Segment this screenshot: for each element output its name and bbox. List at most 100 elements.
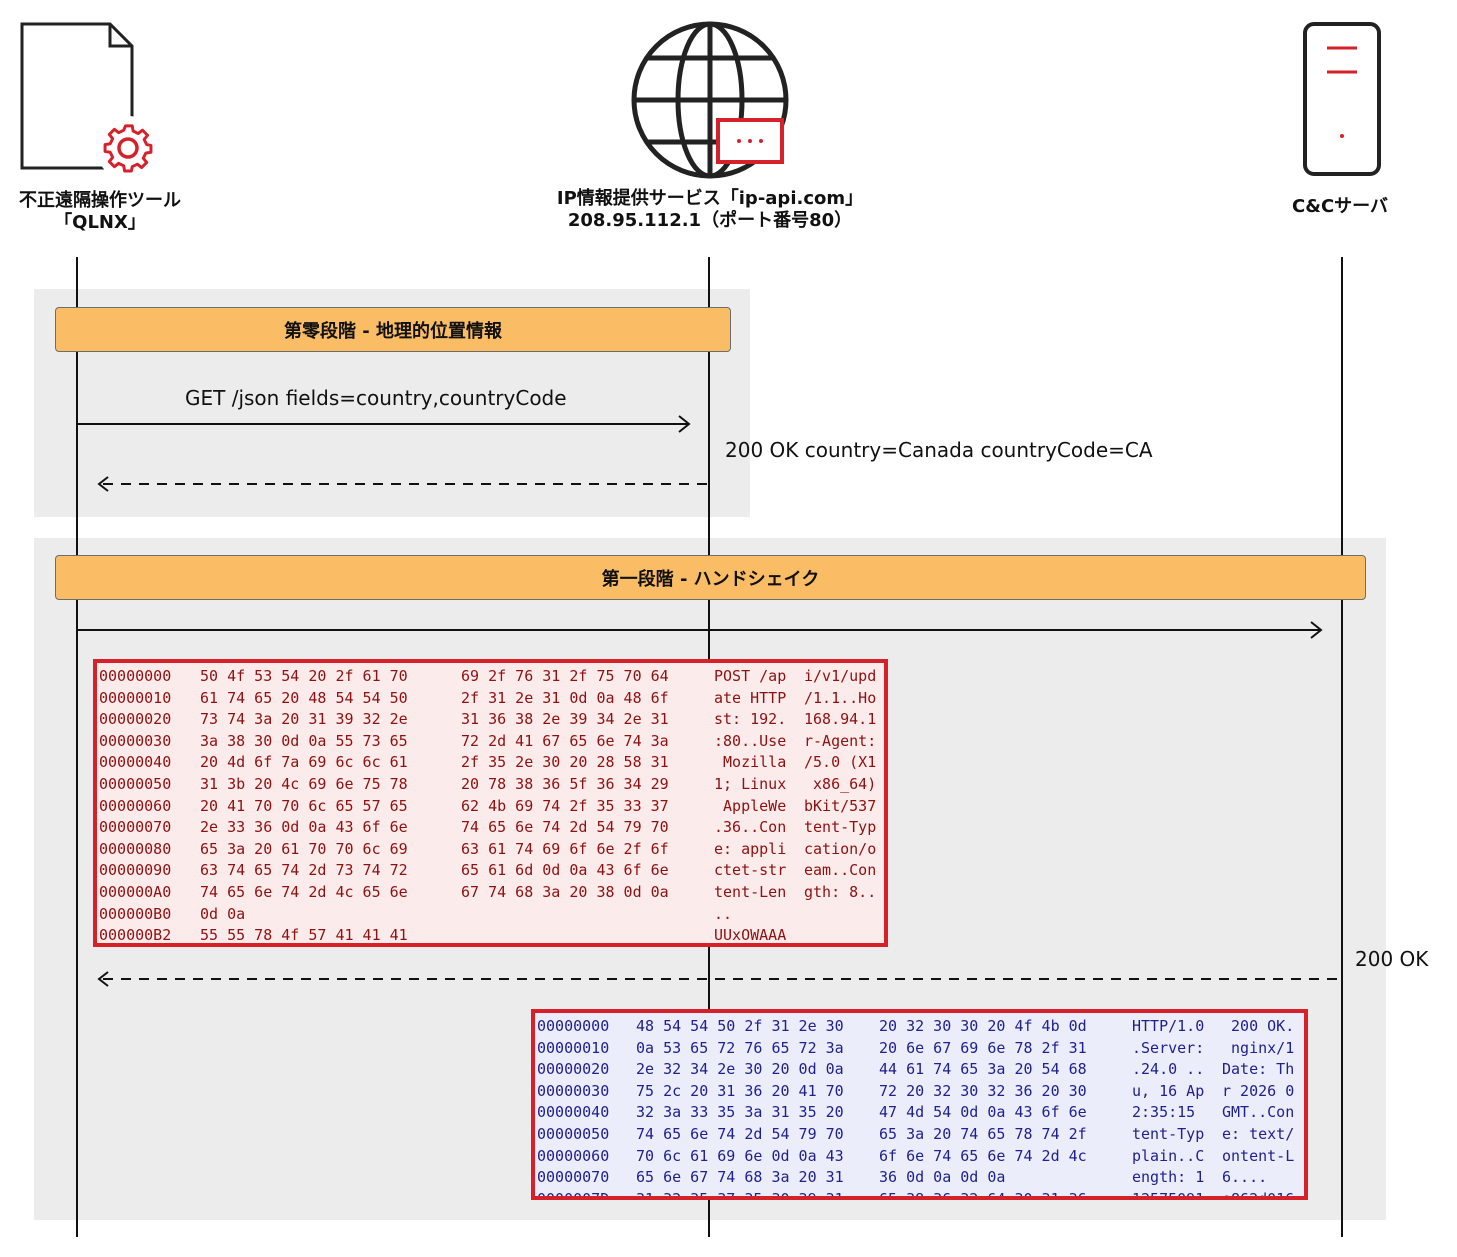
dump-ascii-group-1: 1; Linux (714, 774, 787, 793)
dump-ascii-group-1: 2:35:15 (1132, 1103, 1205, 1122)
dump-row: 000000B0 0d 0a.. (97, 904, 884, 926)
dump-hex-group-1: 0d 0a (200, 904, 246, 923)
dump-offset: 00000000 (99, 667, 172, 685)
phase-1-title: 第一段階 - ハンドシェイク (601, 568, 820, 590)
phase-1-title-bar: 第一段階 - ハンドシェイク (55, 555, 1366, 600)
dump-ascii-group-1: POST /ap (714, 667, 787, 685)
dump-row: 00000000 50 4f 53 54 20 2f 61 70 69 2f 76 … (97, 666, 884, 688)
dump-offset: 000000B0 (99, 904, 172, 923)
actor-label-client-line2: 「QLNX」 (54, 212, 146, 233)
dump-ascii-group-1: UUxOWAAA (714, 926, 787, 945)
dump-offset: 00000020 (99, 710, 172, 729)
dump-hex-group-1: 31 32 35 37 35 30 39 31 (636, 1189, 844, 1200)
dump-ascii-group-2: e: text/ (1222, 1124, 1295, 1143)
dump-ascii-group-2: eam..Con (804, 861, 877, 880)
dump-ascii-group-2: e862d016 (1222, 1189, 1295, 1200)
dump-hex-group-1: 32 3a 33 35 3a 31 35 20 (636, 1103, 844, 1122)
dump-ascii-group-1: 12575091 (1132, 1189, 1205, 1200)
dump-offset: 00000050 (537, 1124, 610, 1143)
dump-ascii-group-2: GMT..Con (1222, 1103, 1295, 1122)
dump-offset: 000000B2 (99, 926, 172, 945)
dump-ascii-group-1: .36..Con (714, 818, 787, 837)
dump-offset: 00000040 (99, 753, 172, 772)
arrow-ipapi-response-head (97, 476, 109, 492)
arrow-post-update-head (1310, 621, 1323, 639)
dump-hex-group-2: 65 3a 20 74 65 78 74 2f (879, 1124, 1087, 1143)
dump-hex-group-2: 69 2f 76 31 2f 75 70 64 (461, 667, 669, 685)
dump-ascii-group-2: bKit/537 (804, 796, 877, 815)
dump-ascii-group-2: /5.0 (X1 (804, 753, 877, 772)
dump-ascii-group-2: 200 OK. (1222, 1017, 1295, 1035)
dump-ascii-group-1: AppleWe (714, 796, 787, 815)
dump-hex-group-1: 63 74 65 74 2d 73 74 72 (200, 861, 408, 880)
dump-hex-group-1: 70 6c 61 69 6e 0d 0a 43 (636, 1146, 844, 1165)
dump-ascii-group-2: /1.1..Ho (804, 688, 877, 707)
dump-ascii-group-2: r 2026 0 (1222, 1081, 1295, 1100)
dump-hex-group-2: 20 78 38 36 5f 36 34 29 (461, 774, 669, 793)
dump-ascii-group-1: st: 192. (714, 710, 787, 729)
dump-offset: 00000030 (99, 731, 172, 750)
dump-offset: 00000060 (537, 1146, 610, 1165)
dump-hex-group-2: 74 65 6e 74 2d 54 79 70 (461, 818, 669, 837)
dump-ascii-group-1: Mozilla (714, 753, 787, 772)
dump-hex-group-2: 6f 6e 74 65 6e 74 2d 4c (879, 1146, 1087, 1165)
dump-hex-group-1: 65 3a 20 61 70 70 6c 69 (200, 839, 408, 858)
actor-label-client: 不正遠隔操作ツール 「QLNX」 (0, 190, 200, 234)
dump-hex-group-2: 67 74 68 3a 20 38 0d 0a (461, 882, 669, 901)
message-label-ipapi-response: 200 OK country=Canada countryCode=CA (725, 438, 1153, 462)
dump-ascii-group-2: 168.94.1 (804, 710, 877, 729)
dump-offset: 00000030 (537, 1081, 610, 1100)
phase-0-title-bar: 第零段階 - 地理的位置情報 (55, 307, 731, 352)
message-label-c2-response: 200 OK (1355, 947, 1429, 971)
dump-hex-group-2: 20 6e 67 69 6e 78 2f 31 (879, 1038, 1087, 1057)
dump-hex-group-1: 31 3b 20 4c 69 6e 75 78 (200, 774, 408, 793)
dump-hex-group-2: 72 20 32 30 32 36 20 30 (879, 1081, 1087, 1100)
dump-hex-group-1: 50 4f 53 54 20 2f 61 70 (200, 667, 408, 685)
actor-label-client-line1: 不正遠隔操作ツール (19, 190, 181, 211)
dump-ascii-group-2: gth: 8.. (804, 882, 877, 901)
dump-ascii-group-1: .. (714, 904, 733, 923)
response-hex-dump: 00000000 48 54 54 50 2f 31 2e 30 20 32 30 … (531, 1009, 1308, 1200)
dump-ascii-group-2: Date: Th (1222, 1060, 1295, 1079)
dump-ascii-group-2: i/v1/upd (804, 667, 877, 685)
actor-label-ipapi: IP情報提供サービス「ip-api.com」 208.95.112.1（ポート番… (510, 188, 910, 232)
dump-ascii-group-1: u, 16 Ap (1132, 1081, 1205, 1100)
dump-ascii-group-1: .24.0 .. (1132, 1060, 1205, 1079)
dump-offset: 00000010 (99, 688, 172, 707)
dump-hex-group-1: 2e 32 34 2e 30 20 0d 0a (636, 1060, 844, 1079)
dump-ascii-group-2: r-Agent: (804, 731, 877, 750)
dump-offset: 00000020 (537, 1060, 610, 1079)
dump-hex-group-1: 2e 33 36 0d 0a 43 6f 6e (200, 818, 408, 837)
dump-ascii-group-1: ctet-str (714, 861, 787, 880)
dump-hex-group-2: 47 4d 54 0d 0a 43 6f 6e (879, 1103, 1087, 1122)
actor-label-ipapi-line2: 208.95.112.1（ポート番号80） (567, 210, 853, 231)
lifeline-c2 (1341, 257, 1343, 1237)
dump-ascii-group-2: 6.... (1222, 1168, 1268, 1187)
dump-ascii-group-1: :80..Use (714, 731, 787, 750)
arrow-get-json-head (678, 415, 691, 433)
dump-ascii-group-2: tent-Typ (804, 818, 877, 837)
dump-row: 00000060 70 6c 61 69 6e 0d 0a 43 6f 6e 74 … (535, 1146, 1304, 1168)
dump-hex-group-1: 48 54 54 50 2f 31 2e 30 (636, 1017, 844, 1035)
actor-label-c2-line1: C&Cサーバ (1292, 196, 1388, 217)
dump-hex-group-2: 20 32 30 30 20 4f 4b 0d (879, 1017, 1087, 1035)
dump-ascii-group-2: cation/o (804, 839, 877, 858)
actor-label-c2: C&Cサーバ (1270, 196, 1410, 218)
dump-offset: 00000000 (537, 1017, 610, 1035)
document-gear-icon (20, 22, 160, 175)
arrow-c2-response-head (97, 971, 109, 987)
dump-ascii-group-1: plain..C (1132, 1146, 1205, 1165)
dump-ascii-group-1: HTTP/1.0 (1132, 1017, 1205, 1035)
dump-ascii-group-1: .Server: (1132, 1038, 1205, 1057)
